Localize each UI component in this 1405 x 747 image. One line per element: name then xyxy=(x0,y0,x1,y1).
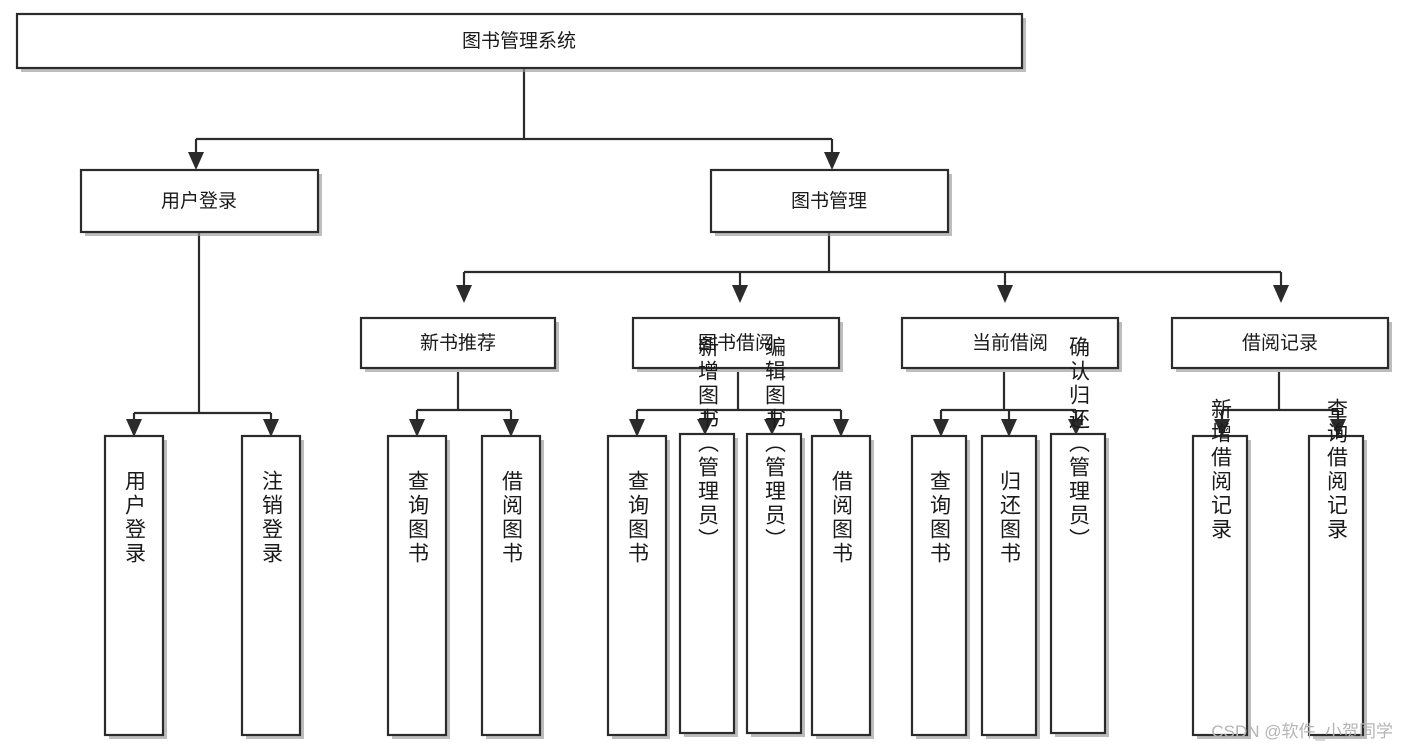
node-leaf-query-book-1[interactable]: 查询图书 xyxy=(386,434,450,739)
node-user-login[interactable]: 用户登录 xyxy=(79,168,322,236)
node-current-borrow[interactable]: 当前借阅 xyxy=(900,316,1122,372)
arrowhead-leaf-return-book xyxy=(1001,419,1017,437)
leaf-query-record-label: 查询借阅记录 xyxy=(1325,398,1349,542)
arrowhead-leaf-borrow-book-2 xyxy=(833,419,849,437)
arrowhead-book-management xyxy=(824,152,840,170)
leaf-add-record-label: 新增借阅记录 xyxy=(1209,398,1233,542)
node-leaf-return-book[interactable]: 归还图书 xyxy=(980,434,1040,739)
node-leaf-borrow-book-2[interactable]: 借阅图书 xyxy=(810,434,874,739)
current-borrow-box xyxy=(900,316,1120,370)
user-login-label: 用户登录 xyxy=(161,190,237,212)
node-leaf-add-record[interactable]: 新增借阅记录 xyxy=(1191,398,1251,739)
leaf-add-record-box xyxy=(1191,434,1249,737)
leaf-edit-book-box xyxy=(745,432,803,735)
arrowhead-leaf-add-book xyxy=(697,419,713,435)
leaf-confirm-return-box xyxy=(1049,432,1107,735)
leaf-return-book-box xyxy=(980,434,1038,737)
arrowhead-leaf-add-record xyxy=(1214,419,1230,437)
leaf-query-book-1-label: 查询图书 xyxy=(406,470,430,566)
new-book-recommend-label: 新书推荐 xyxy=(420,332,496,354)
node-book-management[interactable]: 图书管理 xyxy=(709,168,952,236)
leaf-query-book-3-box xyxy=(910,434,968,737)
arrowhead-leaf-query-book-1 xyxy=(409,419,425,437)
node-book-borrow[interactable]: 图书借阅 xyxy=(631,316,843,372)
arrowhead-leaf-logout xyxy=(263,419,279,437)
arrowhead-leaf-borrow-book-1 xyxy=(503,419,519,437)
new-book-recommend-box xyxy=(359,316,557,370)
leaf-logout-label: 注销登录 xyxy=(260,470,284,566)
user-login-box xyxy=(79,168,320,234)
arrowhead-book-borrow xyxy=(732,285,748,303)
node-leaf-borrow-book-1[interactable]: 借阅图书 xyxy=(480,434,544,739)
book-borrow-label: 图书借阅 xyxy=(698,332,774,354)
root-label: 图书管理系统 xyxy=(462,30,576,52)
leaf-query-book-2-label: 查询图书 xyxy=(626,470,650,566)
arrowhead-user-login xyxy=(188,152,204,170)
leaf-query-book-3-label: 查询图书 xyxy=(928,470,952,566)
root-box xyxy=(15,12,1024,70)
node-borrow-record[interactable]: 借阅记录 xyxy=(1170,316,1392,372)
arrowhead-new-book-recommend xyxy=(456,285,472,303)
current-borrow-label: 当前借阅 xyxy=(972,332,1048,354)
leaf-user-login-label: 用户登录 xyxy=(123,470,147,566)
node-leaf-add-book[interactable]: 新增图书（管理员） xyxy=(678,336,738,737)
arrowhead-leaf-query-book-2 xyxy=(629,419,645,437)
node-new-book-recommend[interactable]: 新书推荐 xyxy=(359,316,559,372)
node-leaf-logout[interactable]: 注销登录 xyxy=(240,434,304,739)
node-leaf-user-login[interactable]: 用户登录 xyxy=(103,434,167,739)
node-leaf-query-book-2[interactable]: 查询图书 xyxy=(606,434,670,739)
leaf-borrow-book-2-box xyxy=(810,434,872,737)
leaf-return-book-label: 归还图书 xyxy=(998,470,1022,566)
book-borrow-box xyxy=(631,316,841,370)
arrowhead-current-borrow xyxy=(997,285,1013,303)
leaf-add-book-label: 新增图书（管理员） xyxy=(696,336,720,552)
leaf-query-book-2-box xyxy=(606,434,668,737)
arrowhead-leaf-query-book-3 xyxy=(933,419,949,437)
arrowhead-borrow-record xyxy=(1273,285,1289,303)
leaf-confirm-return-label: 确认归还（管理员） xyxy=(1067,336,1091,552)
leaf-query-record-box xyxy=(1307,434,1365,737)
node-leaf-query-book-3[interactable]: 查询图书 xyxy=(910,434,970,739)
leaf-edit-book-label: 编辑图书（管理员） xyxy=(763,336,787,552)
node-leaf-query-record[interactable]: 查询借阅记录 xyxy=(1307,398,1367,739)
leaf-user-login-box xyxy=(103,434,165,737)
node-leaf-edit-book[interactable]: 编辑图书（管理员） xyxy=(745,336,805,737)
leaf-logout-box xyxy=(240,434,302,737)
arrowhead-leaf-query-record xyxy=(1330,419,1346,437)
node-leaf-confirm-return[interactable]: 确认归还（管理员） xyxy=(1049,336,1109,737)
book-management-box xyxy=(709,168,950,234)
leaf-query-book-1-box xyxy=(386,434,448,737)
leaf-borrow-book-2-label: 借阅图书 xyxy=(830,470,854,566)
leaf-add-book-box xyxy=(678,432,736,735)
leaf-borrow-book-1-box xyxy=(480,434,542,737)
borrow-record-label: 借阅记录 xyxy=(1242,332,1318,354)
borrow-record-box xyxy=(1170,316,1390,370)
connector-layer xyxy=(126,68,1346,437)
node-root[interactable]: 图书管理系统 xyxy=(15,12,1026,72)
book-management-label: 图书管理 xyxy=(791,190,867,212)
arrowhead-leaf-edit-book xyxy=(764,419,780,435)
leaf-borrow-book-1-label: 借阅图书 xyxy=(500,470,524,566)
arrowhead-leaf-confirm-return xyxy=(1068,419,1084,435)
arrowhead-leaf-user-login xyxy=(126,419,142,437)
